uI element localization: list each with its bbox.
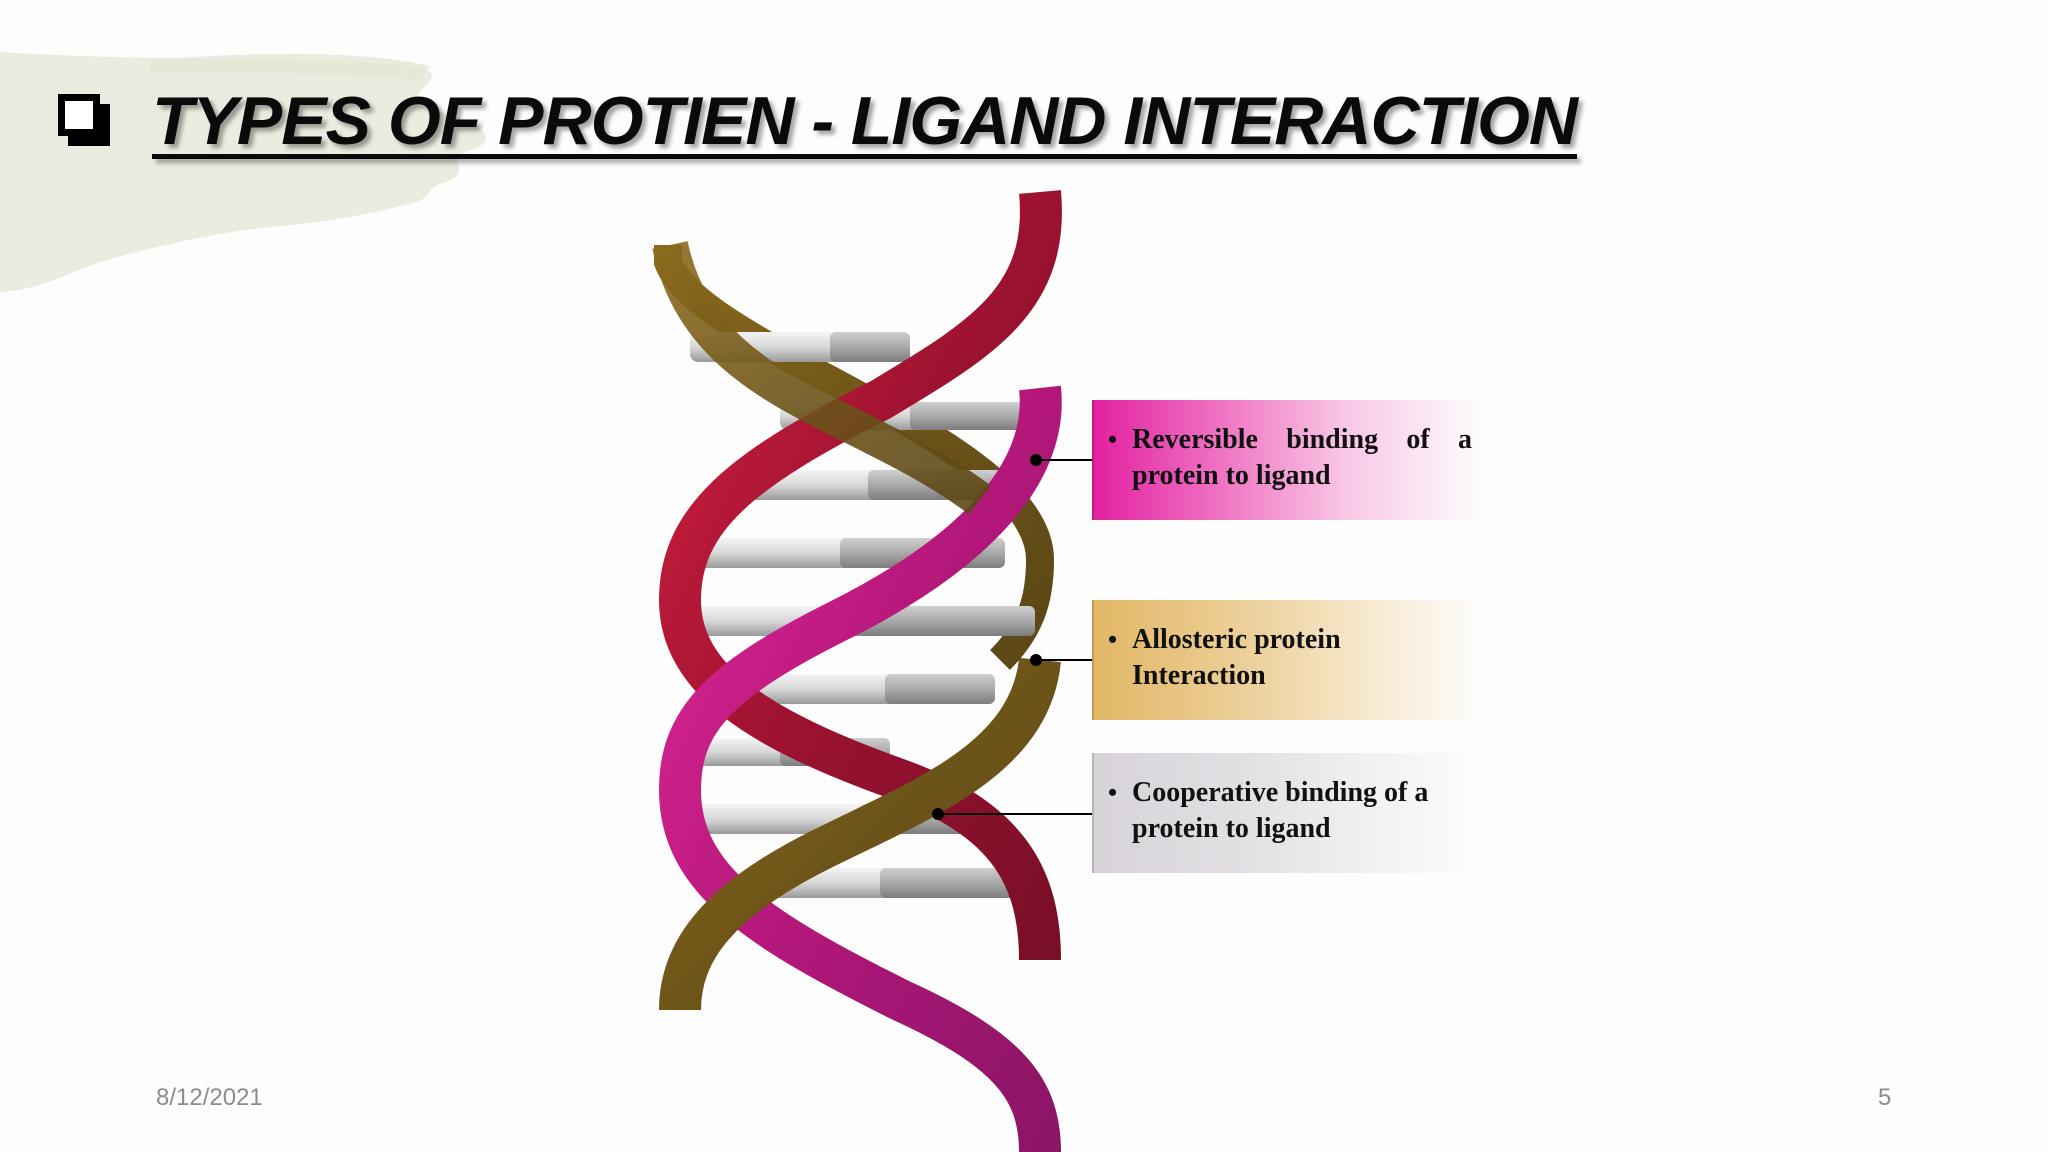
- bullet: •: [1108, 778, 1118, 807]
- olive-strand-front: [659, 657, 1061, 1011]
- callout-reversible-binding: • Reversible binding of a protein to lig…: [1092, 400, 1482, 520]
- olive-strand-upper: [652, 240, 991, 515]
- bullet: •: [1108, 425, 1118, 454]
- title-row: TYPES OF PROTIEN - LIGAND INTERACTION: [58, 82, 1578, 160]
- slide-title: TYPES OF PROTIEN - LIGAND INTERACTION: [152, 83, 1578, 159]
- callout-text: Allosteric protein Interaction: [1132, 624, 1341, 691]
- connector-dot: [932, 808, 944, 820]
- brush-stroke-decoration: [0, 52, 487, 292]
- checkbox-square-icon: [58, 94, 112, 148]
- red-strand: [658, 190, 1062, 961]
- footer-date: 8/12/2021: [156, 1084, 263, 1111]
- page-number: 5: [1878, 1084, 1892, 1111]
- rung: [910, 402, 1040, 430]
- connector-dot: [1030, 654, 1042, 666]
- callout-cooperative-binding: • Cooperative binding of a protein to li…: [1092, 753, 1482, 873]
- rung: [885, 674, 995, 704]
- callout-text: Reversible binding of a protein to ligan…: [1132, 424, 1472, 491]
- callout-allosteric-interaction: • Allosteric protein Interaction: [1092, 600, 1482, 720]
- callout-text: Cooperative binding of a protein to liga…: [1132, 777, 1429, 844]
- magenta-strand: [658, 385, 1062, 1152]
- connector-dot: [1030, 454, 1042, 466]
- rung: [855, 606, 1035, 636]
- bullet: •: [1108, 625, 1118, 654]
- rung: [830, 332, 910, 362]
